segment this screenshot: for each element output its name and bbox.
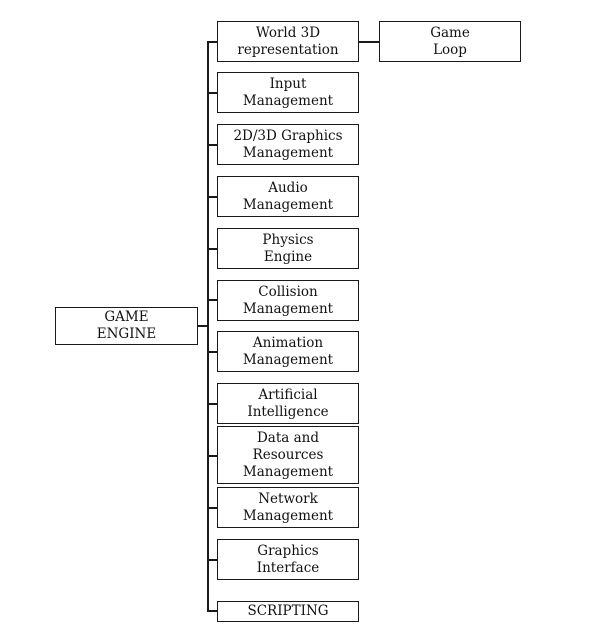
connector-branch-11 xyxy=(207,559,218,561)
connector-branch-1 xyxy=(207,41,218,43)
scripting-node: SCRIPTING xyxy=(217,601,359,622)
audio-management-node: Audio Management xyxy=(217,176,359,217)
graphics-management-node: 2D/3D Graphics Management xyxy=(217,124,359,165)
connector-root-to-spine xyxy=(197,325,208,327)
connector-spine xyxy=(207,41,209,611)
connector-branch-4 xyxy=(207,196,218,198)
data-resources-management-node: Data and Resources Management xyxy=(217,426,359,484)
connector-branch-5 xyxy=(207,248,218,250)
collision-management-node: Collision Management xyxy=(217,280,359,321)
game-engine-node: GAME ENGINE xyxy=(55,307,198,345)
game-loop-node: Game Loop xyxy=(379,21,521,62)
connector-branch-12 xyxy=(207,610,218,612)
connector-branch-7 xyxy=(207,351,218,353)
connector-branch-9 xyxy=(207,455,218,457)
input-management-node: Input Management xyxy=(217,72,359,113)
connector-branch-8 xyxy=(207,403,218,405)
world-3d-representation-node: World 3D representation xyxy=(217,21,359,62)
connector-world-to-game-loop xyxy=(358,41,380,43)
animation-management-node: Animation Management xyxy=(217,331,359,372)
connector-branch-3 xyxy=(207,144,218,146)
graphics-interface-node: Graphics Interface xyxy=(217,539,359,580)
connector-branch-10 xyxy=(207,507,218,509)
artificial-intelligence-node: Artificial Intelligence xyxy=(217,383,359,424)
network-management-node: Network Management xyxy=(217,487,359,528)
connector-branch-2 xyxy=(207,92,218,94)
connector-branch-6 xyxy=(207,299,218,301)
physics-engine-node: Physics Engine xyxy=(217,228,359,269)
